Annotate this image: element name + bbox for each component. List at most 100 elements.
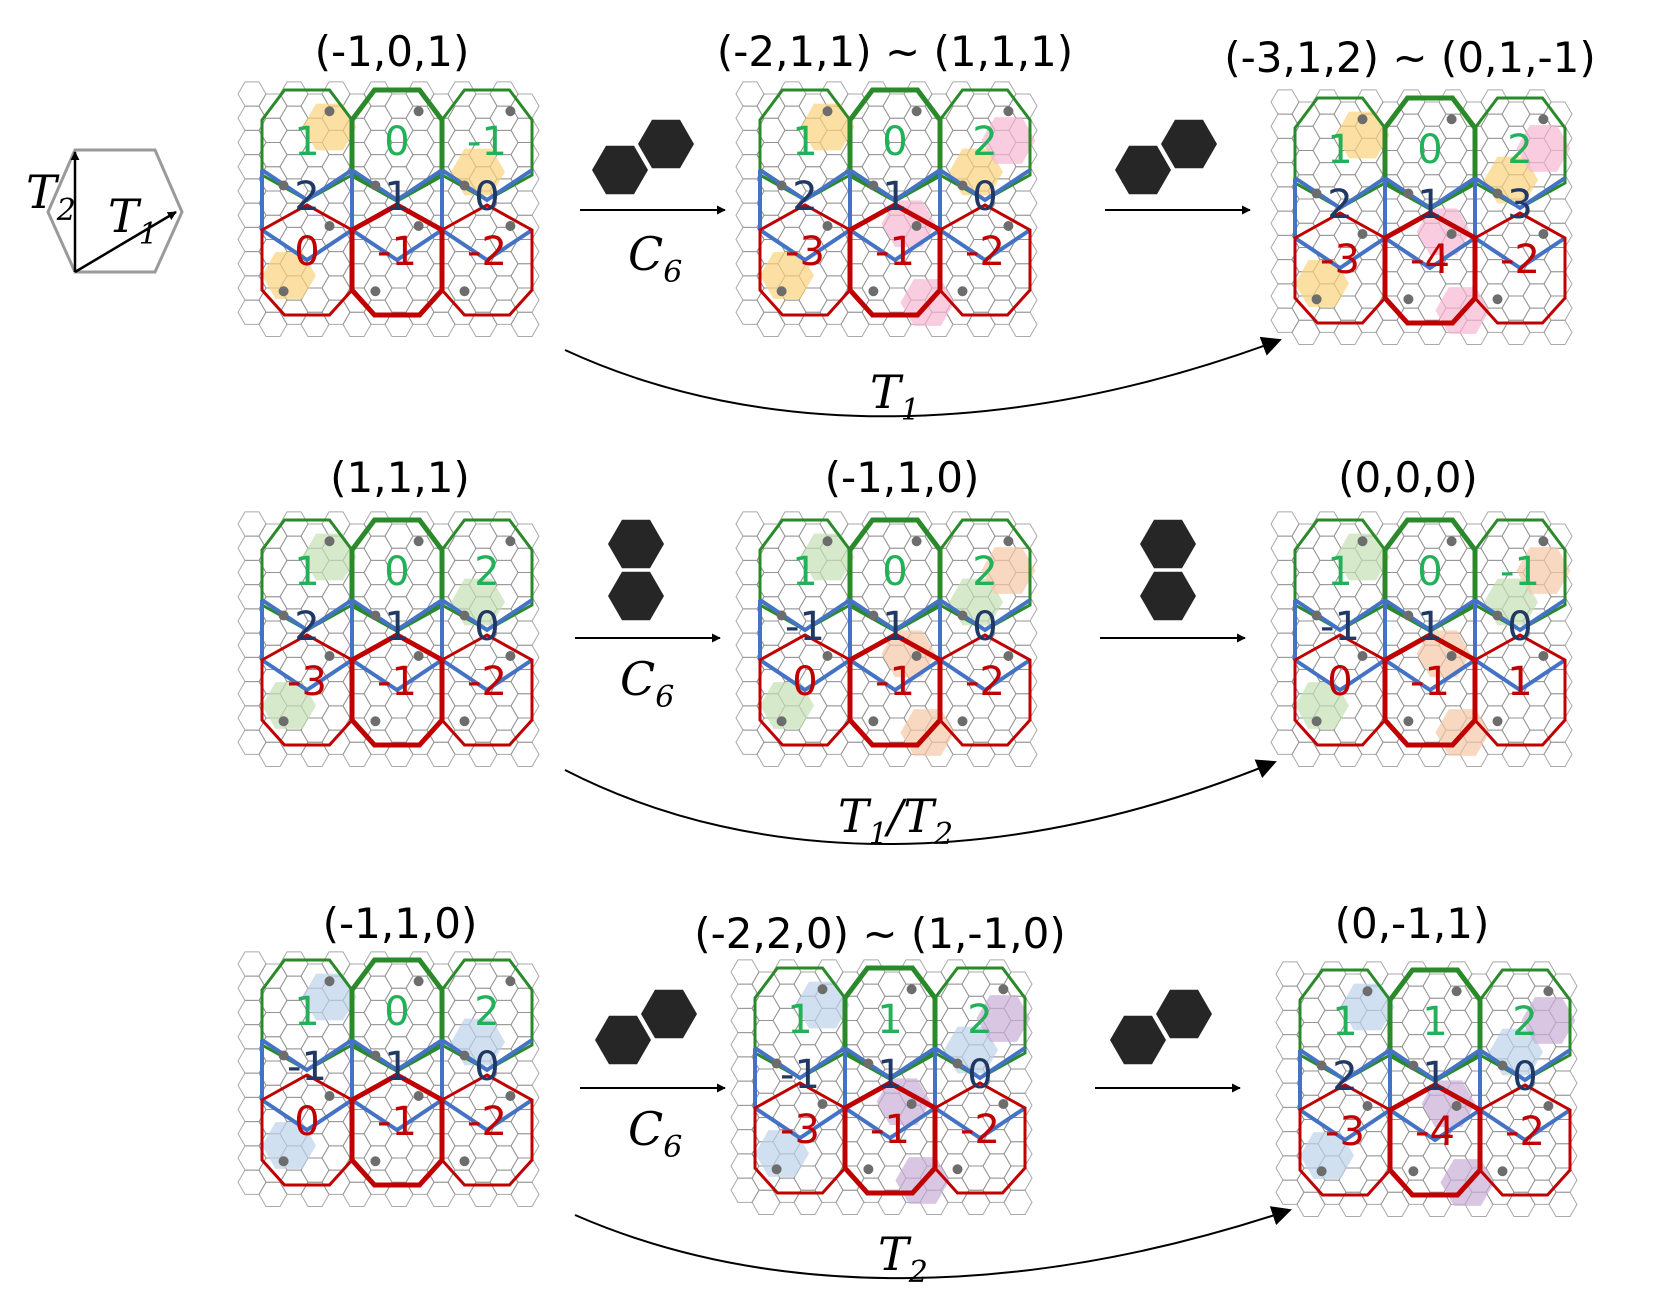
lattice-hexagon bbox=[510, 263, 540, 289]
green-cell bbox=[1473, 518, 1567, 632]
shade-hexagon bbox=[760, 682, 814, 729]
lattice-hexagon bbox=[510, 572, 540, 598]
blue-cell bbox=[938, 598, 1032, 693]
shade-hexagon bbox=[595, 1015, 651, 1065]
atom-dot bbox=[1003, 536, 1014, 547]
lattice-hexagon bbox=[987, 705, 1017, 731]
lattice-hexagon bbox=[840, 572, 870, 598]
lattice-hexagon bbox=[861, 299, 891, 325]
atom-dot bbox=[1408, 1166, 1419, 1177]
atom-dot bbox=[863, 1164, 874, 1175]
cell-label: -1 bbox=[875, 229, 915, 275]
red-cell bbox=[758, 203, 852, 317]
atom-dot bbox=[1357, 114, 1368, 125]
red-cell bbox=[1473, 633, 1567, 747]
atom-dot bbox=[776, 286, 787, 297]
lattice-hexagon bbox=[405, 1024, 435, 1050]
atom-dot bbox=[822, 106, 833, 117]
lattice-hexagon bbox=[510, 117, 540, 143]
panel-title: (0,0,0) bbox=[1338, 453, 1478, 502]
t1-curve-arrow bbox=[564, 336, 1282, 418]
red-cell bbox=[440, 1073, 534, 1187]
lattice-hexagon bbox=[342, 263, 372, 289]
cell-label: -1 bbox=[875, 659, 915, 705]
atom-dot bbox=[1538, 114, 1549, 125]
lattice-hexagon bbox=[945, 535, 975, 561]
atom-dot bbox=[1362, 1101, 1373, 1111]
lattice-hexagon bbox=[510, 1181, 540, 1207]
lattice-hexagon bbox=[342, 239, 372, 265]
cell-label: 0 bbox=[882, 119, 907, 165]
lattice-hexagon bbox=[1548, 1143, 1578, 1169]
atom-dot bbox=[863, 1058, 874, 1069]
atom-dot bbox=[278, 610, 289, 621]
cell-label: 1 bbox=[882, 174, 907, 220]
atom-dot bbox=[1357, 651, 1368, 661]
lattice-hexagon bbox=[961, 1165, 991, 1191]
cell-label: 0 bbox=[1417, 549, 1442, 595]
lattice-hexagon bbox=[384, 287, 414, 313]
lattice-hexagon bbox=[777, 299, 807, 325]
atom-dot bbox=[413, 976, 424, 987]
cell-label: 2 bbox=[792, 174, 817, 220]
lattice-hexagon bbox=[1522, 283, 1552, 309]
lattice-hexagon bbox=[1354, 681, 1384, 707]
lattice-hexagon bbox=[735, 81, 765, 107]
t1-t2-curve-arrow bbox=[564, 759, 1277, 845]
lattice-hexagon bbox=[342, 311, 372, 337]
lattice-hexagon bbox=[510, 142, 540, 168]
lattice-hexagon bbox=[777, 511, 807, 537]
lattice-hexagon bbox=[426, 741, 456, 767]
lattice-hexagon bbox=[489, 1145, 519, 1171]
lattice-hexagon bbox=[1543, 271, 1573, 297]
red-cell bbox=[349, 202, 445, 318]
shade-hexagon bbox=[1340, 983, 1395, 1031]
lattice-hexagon bbox=[1317, 961, 1347, 987]
lattice-hexagon bbox=[1375, 150, 1405, 176]
lattice-hexagon bbox=[1312, 307, 1342, 333]
atom-dot bbox=[1003, 651, 1014, 661]
cell-label: 1 bbox=[1327, 549, 1352, 595]
atom-dot bbox=[817, 984, 828, 995]
lattice-hexagon bbox=[1375, 198, 1405, 224]
lattice-hexagon bbox=[1380, 1191, 1410, 1217]
blue-cell bbox=[260, 598, 354, 693]
red-cell bbox=[842, 1080, 938, 1196]
shade-hexagon bbox=[262, 1122, 316, 1169]
lattice-hexagon bbox=[840, 741, 870, 767]
lattice-hexagon bbox=[730, 959, 760, 985]
lattice-hexagon bbox=[342, 572, 372, 598]
lattice-hexagon bbox=[1417, 523, 1447, 549]
lattice-hexagon bbox=[903, 559, 933, 586]
blue-cell bbox=[1383, 598, 1477, 693]
cell-label: -2 bbox=[467, 659, 507, 705]
atom-dot bbox=[278, 286, 289, 297]
atom-dot bbox=[324, 976, 335, 987]
cell-label: 1 bbox=[787, 997, 812, 1043]
shade-hexagon bbox=[608, 571, 664, 621]
lattice-hexagon bbox=[258, 1181, 288, 1207]
blue-cell bbox=[1298, 1048, 1392, 1143]
lattice-hexagon bbox=[819, 681, 849, 707]
lattice-hexagon bbox=[510, 547, 540, 573]
shade-hexagon bbox=[1140, 519, 1196, 569]
atom-dot bbox=[370, 1050, 381, 1061]
red-cell bbox=[1478, 1083, 1572, 1197]
lattice-hexagon bbox=[237, 1169, 267, 1195]
atom-dot bbox=[822, 221, 833, 231]
shade-pair-a bbox=[592, 119, 694, 195]
shade-hexagon bbox=[608, 519, 664, 569]
row-1: (-1,0,1) (-2,1,1) ~ (1,1,1) (-3,1,2) ~ (… bbox=[237, 27, 1596, 428]
lattice-hexagon bbox=[1008, 693, 1038, 719]
lattice-hexagon bbox=[1270, 511, 1300, 537]
t2-label: T2 bbox=[26, 165, 76, 228]
atom-dot bbox=[1357, 536, 1368, 547]
lattice-hexagon bbox=[279, 1169, 309, 1195]
t2-curve-arrow bbox=[574, 1206, 1292, 1280]
atom-dot bbox=[911, 221, 922, 231]
